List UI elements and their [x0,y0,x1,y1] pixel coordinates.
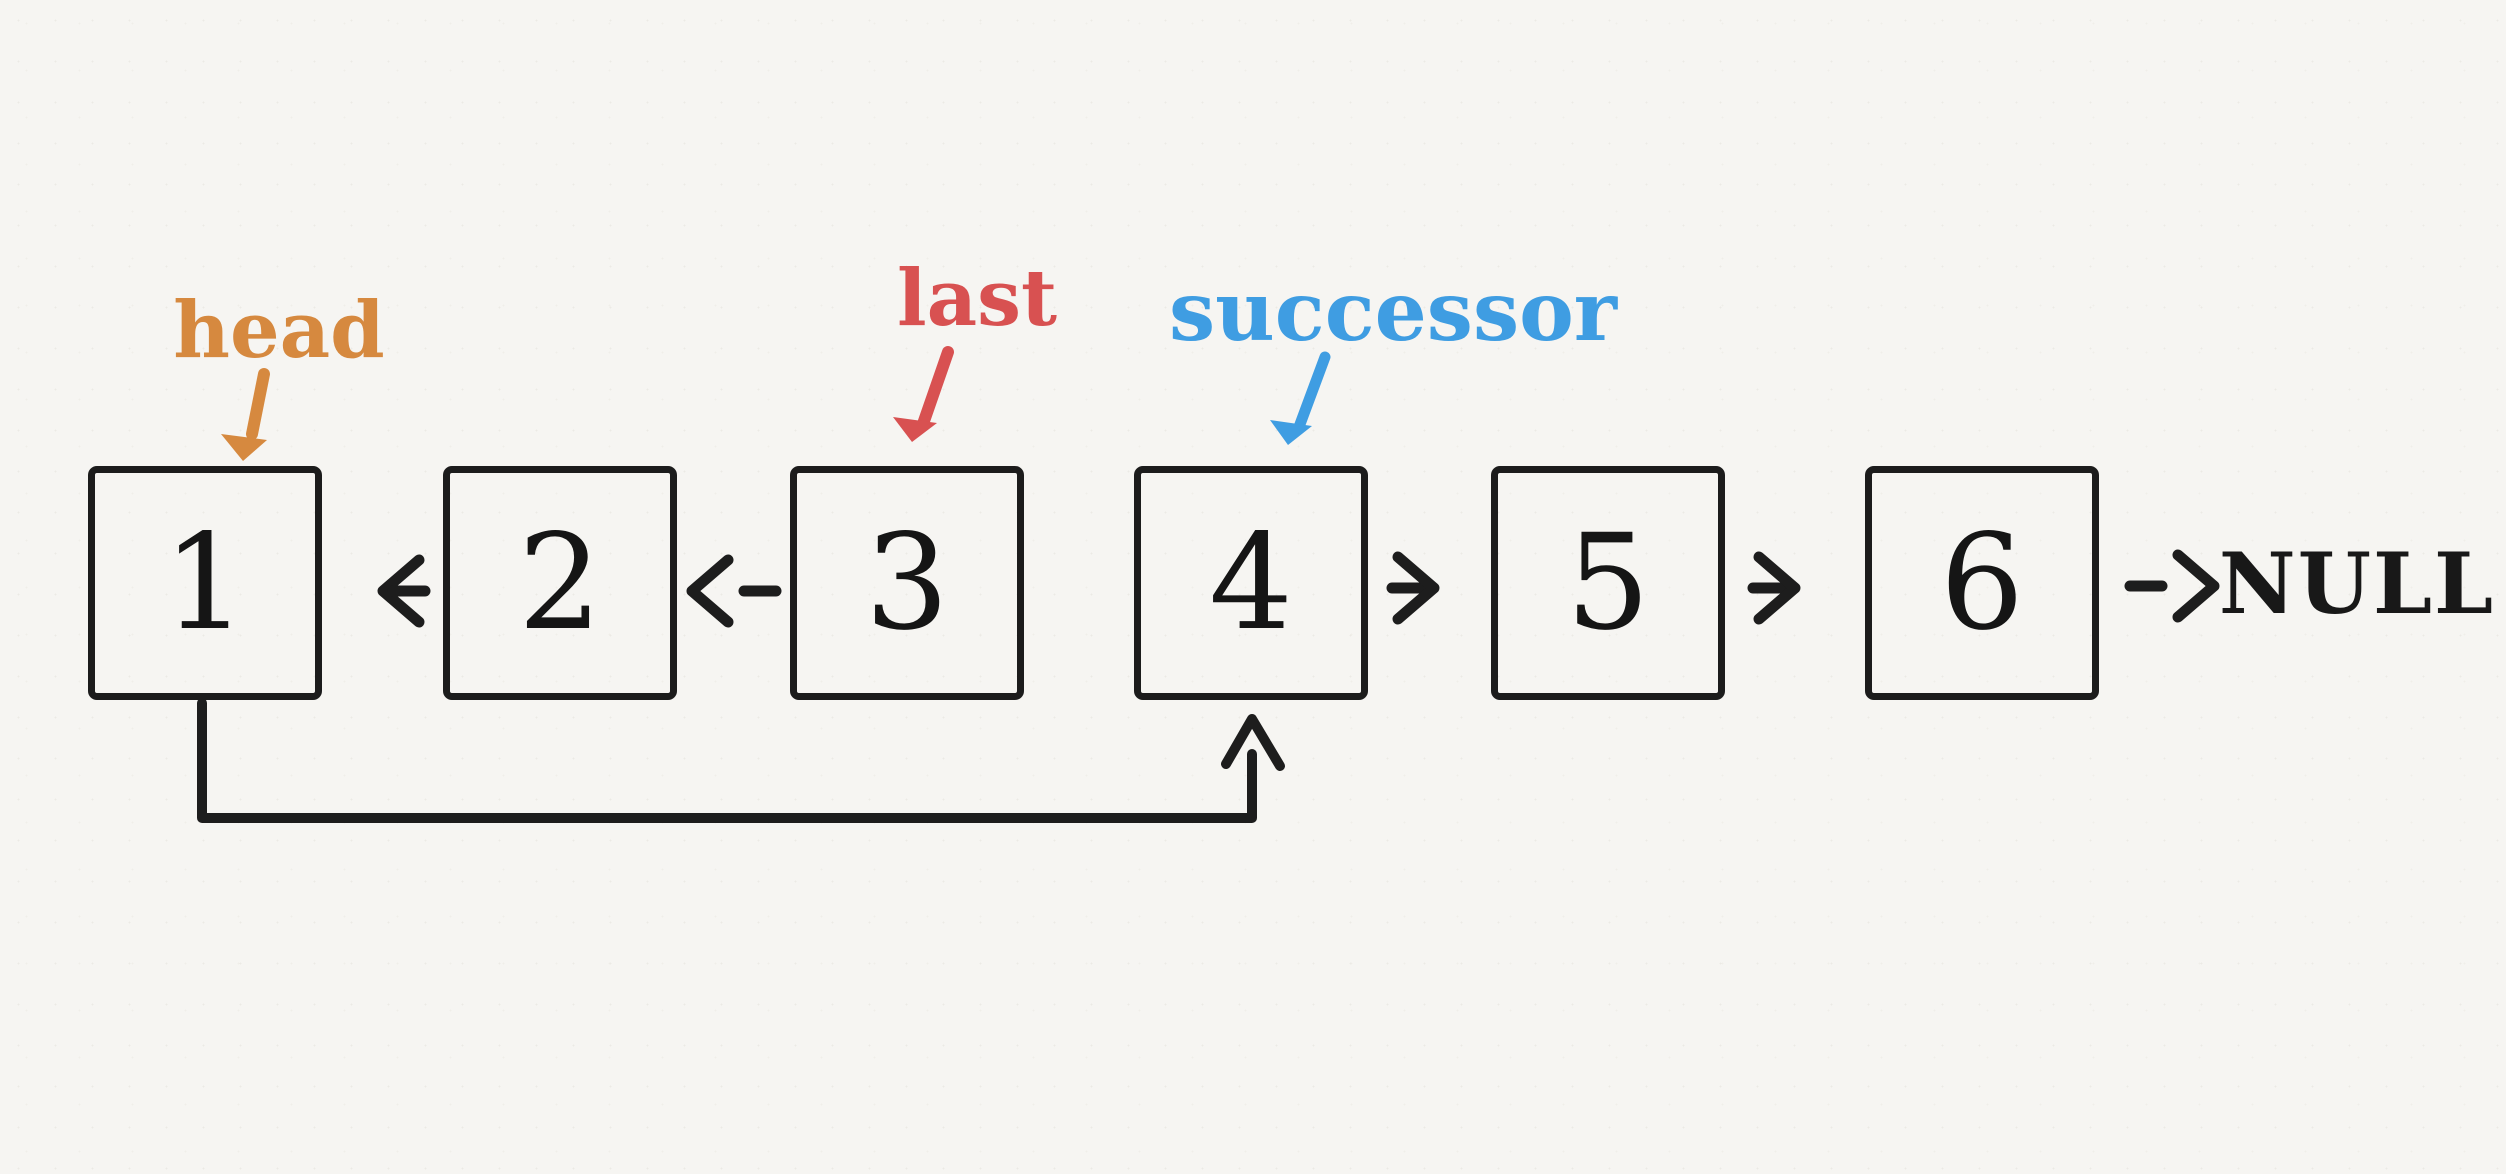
last-arrow-icon [893,346,954,442]
node-box-4: 4 [1134,466,1368,700]
last-label: last [896,253,1058,344]
node-box-5: 5 [1491,466,1725,700]
node-box-3: 3 [790,466,1024,700]
left-pointer-icon-1-2 [377,554,431,628]
loop-connector [197,698,1285,823]
successor-arrow-icon [1270,351,1331,445]
right-pointer-icon-6-null [2124,549,2220,623]
node-box-1: 1 [88,466,322,700]
node-value: 6 [1940,506,2024,660]
node-value: 4 [1209,506,1293,660]
right-pointer-icon-5-6 [1747,551,1801,625]
null-terminator: NULL [2218,534,2496,633]
node-value: 1 [163,506,247,660]
head-arrow-icon [221,368,270,461]
head-label: head [173,285,385,376]
node-box-6: 6 [1865,466,2099,700]
node-value: 3 [865,506,949,660]
node-box-2: 2 [443,466,677,700]
successor-label: successor [1168,264,1618,360]
node-value: 2 [518,506,602,660]
left-pointer-icon-2-3 [686,554,782,628]
node-value: 5 [1566,506,1650,660]
up-arrowhead-icon [1221,714,1285,771]
right-pointer-icon-4-5 [1386,551,1440,625]
